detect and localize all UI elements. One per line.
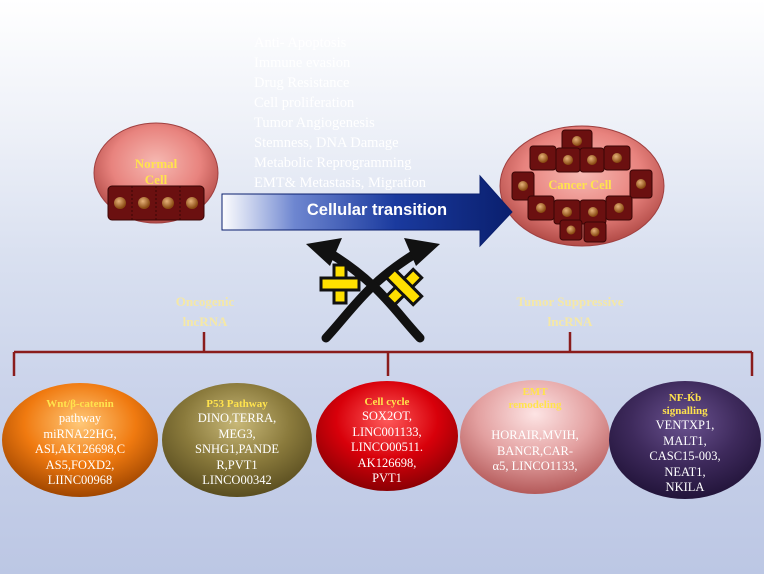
emt-pathway-text: EMT remodeling HORAIR,MVIH, BANCR,CAR- α…	[466, 386, 604, 475]
cancer-cell-nuclei	[518, 136, 646, 237]
pathway-line: α5, LINCO1133,	[492, 459, 578, 473]
pathway-line: MEG3,	[218, 426, 256, 441]
p53-oval	[162, 383, 312, 497]
pathway-line: AK126698,	[357, 455, 417, 470]
multiply-icon	[384, 267, 424, 307]
pathway-line: VENTXP1,	[655, 418, 715, 432]
cell-cycle-oval	[316, 381, 458, 491]
transition-label: Cellular transition	[306, 201, 448, 219]
emt-title-2: remodeling	[508, 399, 562, 411]
pathway-line: HORAIR,MVIH,	[491, 428, 579, 442]
plus-icon	[319, 263, 361, 305]
feature-item: EMT& Metastasis, Migration	[254, 175, 426, 191]
p53-pathway-text: P53 Pathway DINO,TERRA, MEG3, SNHG1,PAND…	[170, 398, 304, 489]
emt-title: EMT	[522, 386, 548, 398]
oncogenic-label-line2: lncRNA	[182, 314, 228, 329]
pathway-line: LINCO00511.	[350, 440, 424, 454]
nfkb-title: NF-Ќb	[668, 392, 702, 404]
cancer-cell-label: Cancer Cell	[548, 178, 612, 192]
crossing-arrows	[321, 247, 425, 343]
arrowhead-left	[306, 238, 342, 266]
wnt-oval	[2, 383, 158, 497]
pathway-line: CASC15-003,	[649, 449, 721, 463]
pathway-line: ASI,AK126698,C	[34, 442, 126, 456]
emt-oval	[460, 380, 610, 494]
feature-item: Drug Resistance	[254, 75, 350, 91]
pathway-line: AS5,FOXD2,	[45, 457, 115, 472]
pathway-line: BANCR,CAR-	[496, 443, 574, 458]
normal-cell-label: Normal Cell	[116, 156, 196, 188]
pathway-line: SOX2OT,	[361, 409, 413, 423]
tumor-suppressive-label-line2: lncRNA	[547, 314, 593, 329]
feature-item: Tumor Angiogenesis	[254, 115, 375, 131]
oncogenic-label-line1: Oncogenic	[175, 294, 235, 309]
tumor-suppressive-label-line1: Tumor Suppressive	[516, 294, 624, 309]
oncogenic-label: Oncogenic lncRNA	[140, 292, 270, 332]
tumor-suppressive-label: Tumor Suppressive lncRNA	[490, 292, 650, 332]
wnt-pathway-text: Wnt/β-catenin pathway miRNA22HG, ASI,AK1…	[12, 398, 148, 489]
pathway-line: NKILA	[665, 480, 705, 494]
normal-cell-label-line1: Normal	[134, 156, 178, 171]
pathway-line: NEAT1,	[664, 464, 706, 479]
p53-title: P53 Pathway	[206, 398, 268, 410]
feature-item: Cell proliferation	[254, 95, 355, 111]
feature-item: Anti- Apoptosis	[254, 35, 347, 51]
normal-cell-tissue	[107, 185, 205, 221]
arrowhead-right	[404, 238, 440, 266]
normal-cell-graphic	[93, 122, 219, 224]
pathway-line: LINC001133,	[352, 424, 422, 439]
nfkb-pathway-text: NF-Ќb signalling VENTXP1, MALT1, CASC15-…	[616, 392, 754, 496]
pathway-line: MALT1,	[663, 433, 707, 448]
feature-item: Metabolic Reprogramming	[254, 155, 412, 171]
feature-item: Immune evasion	[254, 55, 351, 71]
pathway-line: miRNA22HG,	[43, 426, 117, 441]
bracket-tree	[12, 332, 754, 376]
feature-item: Stemness, DNA Damage	[254, 135, 399, 151]
pathway-line: R,PVT1	[216, 457, 258, 472]
cancer-cell-graphic	[499, 125, 665, 247]
pathway-line: DINO,TERRA,	[197, 411, 277, 425]
cell-cycle-title: Cell cycle	[364, 396, 410, 408]
pathway-line: pathway	[58, 411, 102, 425]
cell-cycle-pathway-text: Cell cycle SOX2OT, LINC001133, LINCO0051…	[324, 396, 450, 487]
pathway-line: LINCO00342	[202, 473, 272, 487]
normal-cell-label-line2: Cell	[144, 172, 168, 187]
transition-arrow	[221, 174, 513, 248]
cancer-features-list: Anti- Apoptosis Immune evasion Drug Resi…	[254, 33, 426, 193]
nfkb-oval	[609, 381, 761, 499]
nfkb-title-2: signalling	[662, 405, 708, 417]
wnt-title: Wnt/β-catenin	[46, 398, 114, 410]
pathway-line: SNHG1,PANDE	[195, 442, 279, 456]
pathway-line: PVT1	[372, 471, 402, 485]
pathway-line: LIINC00968	[47, 473, 113, 487]
